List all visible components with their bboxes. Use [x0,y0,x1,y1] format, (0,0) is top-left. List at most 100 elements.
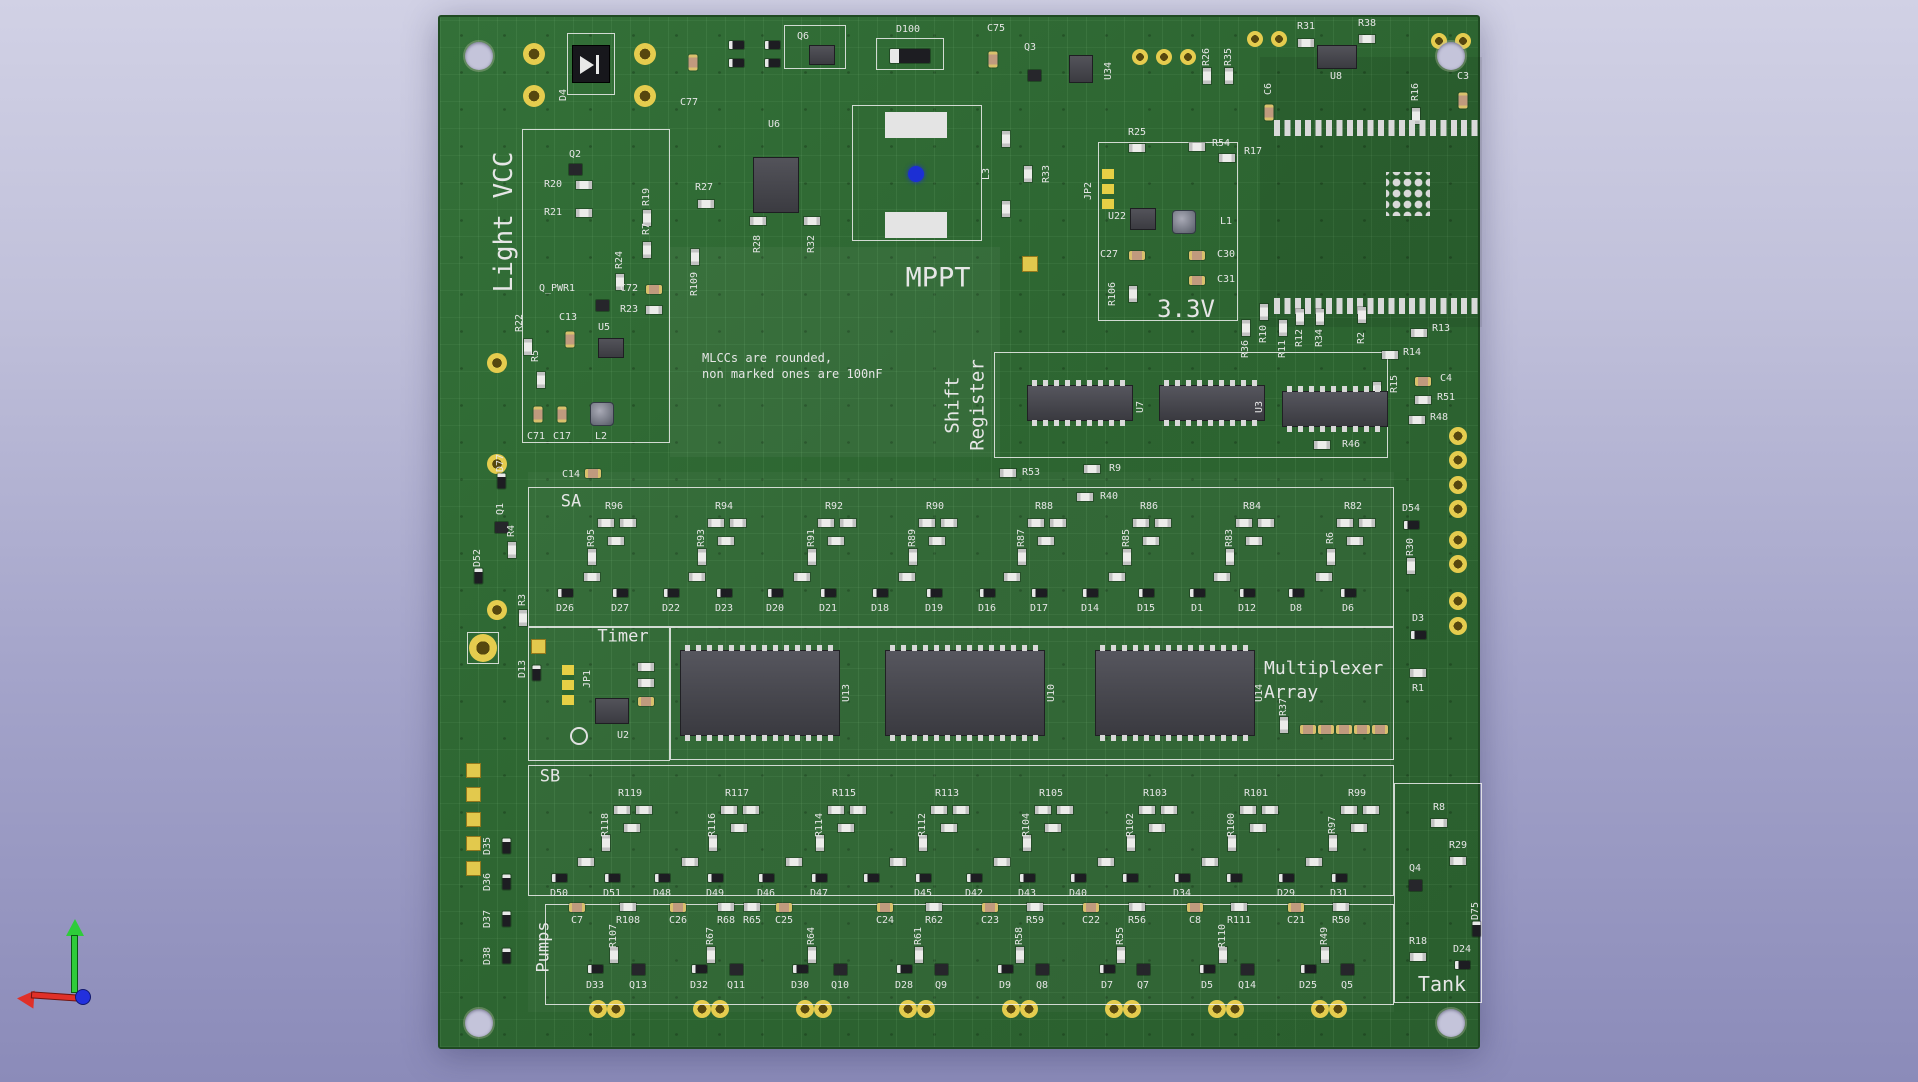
ref-D26: D26 [555,603,575,614]
component-body [1050,519,1066,527]
comp-R82 [1337,519,1353,527]
ref-R16: R16 [1410,82,1421,102]
silk-label: SA [560,491,582,512]
ic-pins [1287,426,1383,432]
comp-R97 [1329,835,1337,851]
ref-R17: R17 [1243,146,1263,157]
via-pad [1271,31,1287,47]
comp-C26 [670,902,686,912]
comp-R17 [1219,154,1235,162]
ref-D36: D36 [482,872,493,892]
comp-Q8 [1035,963,1049,975]
silk-label: non marked ones are 100nF [702,367,883,381]
component-body [838,824,854,832]
ref-R4: R4 [506,524,517,538]
ref-R9: R9 [1108,463,1122,474]
ref-R35: R35 [1223,47,1234,67]
comp-U22 [1130,208,1156,230]
ref-D48: D48 [652,888,672,899]
comp-D28 [896,965,912,973]
comp-C27 [1129,250,1145,260]
via-pad [1449,451,1467,469]
ref-R3: R3 [517,593,528,607]
via-pad [1449,476,1467,494]
component-body [1202,858,1218,866]
ref-R56: R56 [1127,915,1147,926]
ref-R31: R31 [1296,21,1316,32]
comp-U13 [680,645,840,741]
ref-Q2: Q2 [568,148,582,160]
ref-C31: C31 [1216,274,1236,285]
component-body [929,537,945,545]
silk-label: Timer [597,626,649,647]
ref-R92: R92 [824,501,844,512]
comp-U8 [1317,45,1357,69]
ref-R49: R49 [1319,926,1330,946]
comp-C75 [988,51,998,67]
ref-U34: U34 [1103,61,1114,81]
ref-D49: D49 [705,888,725,899]
comp-R23 [646,306,662,314]
ref-R115: R115 [831,788,857,799]
ref-D24: D24 [1452,944,1472,955]
component-body [728,59,744,67]
ref-D18: D18 [870,603,890,614]
component-body [636,806,652,814]
comp-D22 [663,589,679,597]
via-pad [1449,500,1467,518]
comp-R112 [919,835,927,851]
comp-R83 [1226,549,1234,565]
via-pad [634,85,656,107]
component-body [466,812,480,826]
component-body [620,519,636,527]
comp-R117 [721,806,737,814]
ref-R12: R12 [1294,328,1305,348]
copper-zone [670,247,1000,457]
ref-R30: R30 [1405,537,1416,557]
ref-R7: R7 [641,222,652,236]
via-pad [1156,49,1172,65]
component-body [743,806,759,814]
ref-D22: D22 [661,603,681,614]
comp-R110 [1219,947,1227,963]
ref-Q4: Q4 [1408,863,1422,874]
component-body [941,824,957,832]
component-body [1122,874,1138,882]
ref-R6: R6 [1325,531,1336,545]
comp-R9 [1084,465,1100,473]
component-body [1372,724,1388,734]
via-pad [1449,592,1467,610]
ref-R105: R105 [1038,788,1064,799]
comp-D52 [474,568,482,584]
comp-R3 [519,610,527,626]
ref-R48: R48 [1429,412,1449,423]
ref-U13: U13 [841,683,852,703]
component-body [624,824,640,832]
comp-R27 [698,200,714,208]
ref-R118: R118 [600,812,611,838]
silk-label: 3.3V [1157,295,1215,323]
ref-R33: R33 [1041,164,1052,184]
ref-D25: D25 [1298,980,1318,991]
ref-D28: D28 [894,980,914,991]
ref-U10: U10 [1046,683,1057,703]
comp-C30 [1189,250,1205,260]
ref-Q_PWR1: Q_PWR1 [538,283,576,294]
comp-R40 [1077,493,1093,501]
comp-R7 [643,242,651,258]
ref-D32: D32 [689,980,709,991]
ref-R26: R26 [1201,47,1212,67]
comp-C25 [776,902,792,912]
ref-U7: U7 [1135,400,1146,414]
ref-R65: R65 [742,915,762,926]
ref-C72: C72 [619,283,639,294]
comp-R21 [576,209,592,217]
component-body [1274,120,1482,136]
ref-R1: R1 [1411,683,1425,694]
silk-label: MLCCs are rounded, [702,351,833,365]
comp-U34 [1069,55,1093,83]
comp-R30 [1407,558,1415,574]
ref-D31: D31 [1329,888,1349,899]
via-pad [589,1000,607,1018]
